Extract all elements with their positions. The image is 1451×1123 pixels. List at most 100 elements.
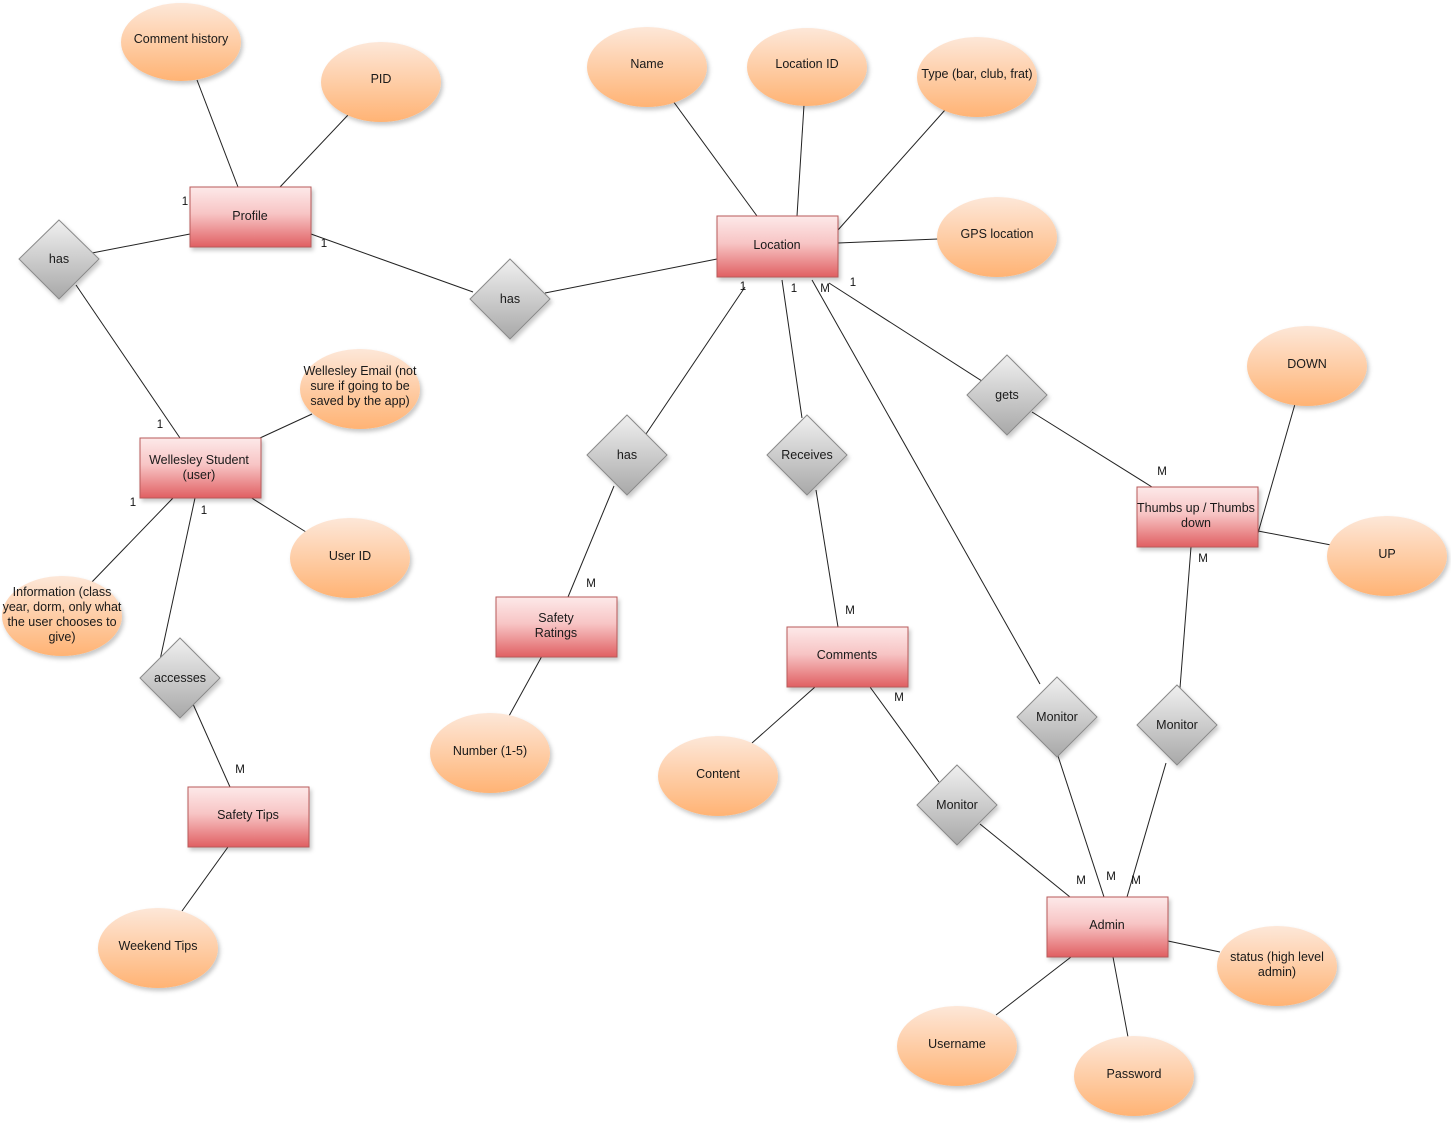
edge-thumbs-monitor [1179, 546, 1192, 689]
edge-comments-monitor [869, 686, 940, 783]
entity-wellesley-student-line-1: Wellesley Student [149, 453, 249, 467]
cardinality-student-has: 1 [157, 419, 163, 431]
edge-student-accesses [159, 497, 196, 661]
attribute-content-label: Content [696, 767, 740, 781]
edge-receives-comments [815, 489, 839, 628]
edge-location-gets [828, 282, 986, 384]
attribute-wellesley-email-line-3: saved by the app) [310, 394, 409, 408]
cardinality-thumbs-monitor: M [1198, 553, 1208, 565]
edge-has-location [544, 258, 718, 294]
edge-monitor-admin-left [979, 823, 1071, 898]
cardinality-thumbs-gets: M [1157, 466, 1167, 478]
cardinality-admin-location: M [1106, 871, 1116, 883]
attribute-down: DOWN [1247, 326, 1367, 406]
edge-location-has-ratings [645, 286, 746, 435]
entity-safety-tips-label: Safety Tips [217, 808, 279, 822]
attribute-status-line-1: status (high level [1230, 950, 1324, 964]
entity-location: Location [716, 215, 839, 278]
entity-safety-ratings: Safety Ratings [495, 596, 618, 658]
attribute-weekend-tips-label: Weekend Tips [119, 939, 198, 953]
attribute-number-label: Number (1-5) [453, 744, 527, 758]
entity-wellesley-student: Wellesley Student (user) [139, 437, 262, 499]
attribute-gps-location-label: GPS location [961, 227, 1034, 241]
attribute-name-label: Name [630, 57, 663, 71]
edge-location-receives [781, 279, 803, 419]
entity-thumbs-line-2: down [1181, 516, 1211, 530]
cardinality-location-gets: 1 [850, 277, 856, 289]
edge-pid-profile [279, 114, 349, 188]
attribute-type: Type (bar, club, frat) [917, 37, 1037, 117]
cardinality-profile-location: 1 [321, 238, 327, 250]
entity-comments: Comments [786, 626, 909, 688]
edge-accesses-tips [192, 703, 231, 788]
edge-name-location [672, 100, 758, 217]
cardinality-comments-receives: M [845, 605, 855, 617]
attribute-pid-label: PID [371, 72, 392, 86]
edge-comments-content [751, 686, 816, 744]
entity-profile: Profile [189, 186, 312, 248]
attribute-down-label: DOWN [1287, 357, 1327, 371]
edge-admin-password [1112, 956, 1129, 1038]
entity-profile-label: Profile [232, 209, 267, 223]
edge-admin-status [1167, 940, 1221, 953]
entity-comments-label: Comments [817, 648, 877, 662]
relationship-has-profile-label: has [49, 252, 69, 266]
attribute-information-line-3: the user chooses to [7, 615, 116, 629]
attribute-username: Username [897, 1006, 1017, 1086]
relationship-gets: gets [966, 354, 1048, 436]
edge-comment-history-profile [196, 79, 239, 188]
relationship-has-profile: has [18, 219, 100, 300]
cardinality-comments-monitor: M [894, 692, 904, 704]
cardinality-location-ratings: 1 [740, 281, 746, 293]
edge-has-student [75, 284, 181, 439]
edge-admin-username [995, 956, 1072, 1016]
edge-student-information [89, 497, 174, 585]
edge-email-student [259, 413, 313, 439]
entity-thumbs-line-1: Thumbs up / Thumbs [1137, 501, 1255, 515]
cardinality-tips-accesses: M [235, 764, 245, 776]
attribute-status-line-2: admin) [1258, 965, 1296, 979]
edge-profile-has-location [310, 233, 474, 293]
entity-thumbs: Thumbs up / Thumbs down [1136, 486, 1259, 548]
attribute-weekend-tips: Weekend Tips [98, 908, 218, 988]
edge-has-ratings [567, 485, 615, 598]
edge-type-location [837, 109, 946, 231]
edge-monitor-admin-mid [1057, 755, 1105, 898]
relationship-monitor-comments: Monitor [916, 764, 998, 846]
attribute-status: status (high level admin) [1217, 926, 1337, 1006]
relationship-receives: Receives [766, 414, 848, 496]
relationship-accesses-label: accesses [154, 671, 206, 685]
relationship-monitor-thumbs-label: Monitor [1156, 718, 1198, 732]
attribute-comment-history: Comment history [121, 3, 241, 81]
entity-admin: Admin [1046, 896, 1169, 958]
entity-safety-ratings-line-2: Ratings [535, 626, 577, 640]
attribute-content: Content [658, 736, 778, 816]
attribute-location-id-label: Location ID [775, 57, 838, 71]
entity-admin-label: Admin [1089, 918, 1124, 932]
cardinality-student-accesses: 1 [201, 505, 207, 517]
relationship-accesses: accesses [139, 637, 221, 719]
relationship-gets-label: gets [995, 388, 1019, 402]
attribute-information-line-4: give) [48, 630, 75, 644]
attribute-location-id: Location ID [747, 28, 867, 106]
entity-wellesley-student-line-2: (user) [183, 468, 216, 482]
attribute-number: Number (1-5) [430, 713, 550, 793]
cardinality-admin-comments: M [1076, 875, 1086, 887]
attribute-password: Password [1074, 1036, 1194, 1116]
relationship-monitor-location-label: Monitor [1036, 710, 1078, 724]
entity-safety-tips: Safety Tips [187, 786, 310, 848]
attribute-information-line-2: year, dorm, only what [3, 600, 122, 614]
relationship-has-ratings: has [586, 414, 668, 496]
edge-locationid-location [796, 104, 805, 217]
cardinality-labels: 1 1 1 1 1 1 1 M 1 M M M M M M M M M [130, 196, 1208, 887]
attribute-up-label: UP [1378, 547, 1395, 561]
cardinality-student-left: 1 [130, 497, 136, 509]
cardinality-location-admin: M [820, 283, 830, 295]
connectors [75, 79, 1332, 1038]
relationship-monitor-comments-label: Monitor [936, 798, 978, 812]
edge-profile-has [91, 233, 191, 254]
cardinality-admin-thumbs: M [1131, 875, 1141, 887]
attribute-up: UP [1327, 516, 1447, 596]
relationship-monitor-location: Monitor [1016, 676, 1098, 758]
